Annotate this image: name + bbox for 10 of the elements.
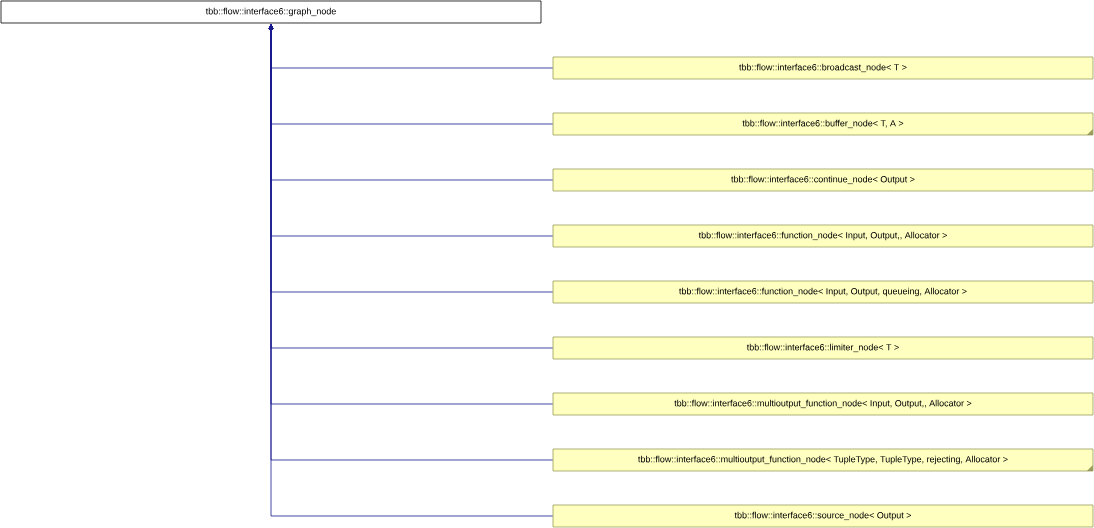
class-box: tbb::flow::interface6::broadcast_node< T > (552, 56, 1094, 80)
class-box: tbb::flow::interface6::source_node< Output > (552, 504, 1094, 528)
class-box: tbb::flow::interface6::continue_node< Output > (552, 168, 1094, 192)
class-box: tbb::flow::interface6::buffer_node< T, A > (552, 112, 1094, 136)
class-box: tbb::flow::interface6::graph_node (0, 0, 542, 24)
class-box: tbb::flow::interface6::multioutput_function_node< Input, Output,, Allocator > (552, 392, 1094, 416)
class-box: tbb::flow::interface6::function_node< Input, Output,, Allocator > (552, 224, 1094, 248)
class-box: tbb::flow::interface6::multioutput_function_node< TupleType, TupleType, rejecting, Allocator > (552, 448, 1094, 472)
class-box: tbb::flow::interface6::function_node< Input, Output, queueing, Allocator > (552, 280, 1094, 304)
class-box: tbb::flow::interface6::limiter_node< T > (552, 336, 1094, 360)
